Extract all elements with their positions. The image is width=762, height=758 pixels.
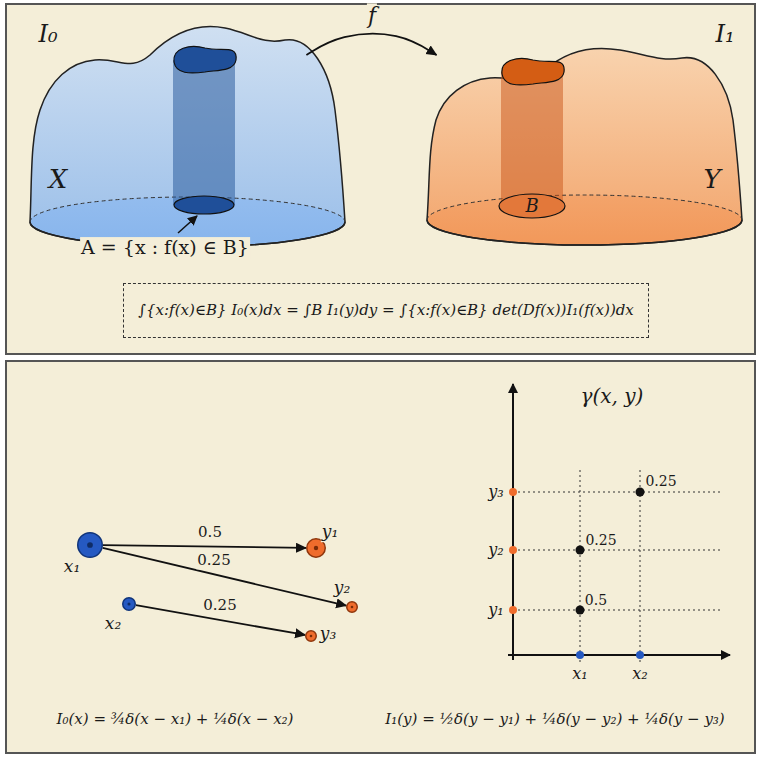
axis-dot bbox=[509, 546, 517, 554]
target-point: y₂ bbox=[346, 601, 358, 613]
axis-dot bbox=[509, 606, 517, 614]
map-label: f bbox=[367, 3, 377, 28]
grid-line bbox=[513, 610, 722, 611]
base-back-edge bbox=[30, 197, 345, 222]
transport-arrow bbox=[306, 34, 436, 55]
point-marker bbox=[122, 597, 136, 611]
equation-text: ∫{x:f(x)∈B} I₀(x)dx = ∫B I₁(y)dy = ∫{x:f… bbox=[138, 302, 634, 319]
source-point: x₁ bbox=[77, 532, 103, 558]
density-name: I₁ bbox=[715, 21, 734, 49]
point-circle bbox=[123, 598, 136, 611]
cylinder bbox=[173, 60, 235, 205]
point-marker bbox=[346, 601, 358, 613]
target-point: y₃ bbox=[305, 630, 317, 642]
density-surface bbox=[427, 48, 742, 245]
point-center bbox=[351, 606, 354, 609]
cylinder-top bbox=[502, 59, 564, 85]
x-axis bbox=[508, 654, 730, 656]
source-density bbox=[30, 27, 345, 247]
source-density: I₀X bbox=[28, 55, 348, 250]
equation-box: ∫{x:f(x)∈B} I₀(x)dx = ∫B I₁(y)dy = ∫{x:f… bbox=[123, 283, 649, 338]
axis-dot bbox=[636, 651, 644, 659]
mass-dot bbox=[576, 546, 585, 555]
axis-dot bbox=[576, 651, 584, 659]
point-label: y₃ bbox=[319, 624, 337, 644]
set-a bbox=[174, 196, 234, 214]
leader-line bbox=[178, 216, 197, 233]
density-surface bbox=[30, 27, 345, 247]
bottom-panel bbox=[6, 361, 755, 753]
distribution-formula: I₀(x) = ¾δ(x − x₁) + ¼δ(x − x₂) bbox=[56, 711, 295, 728]
point-circle bbox=[306, 631, 317, 642]
mass-value: 0.5 bbox=[584, 592, 608, 608]
point-center bbox=[310, 635, 313, 638]
grid-lines bbox=[513, 470, 722, 662]
point-center bbox=[87, 542, 93, 548]
transport-arrow bbox=[103, 545, 306, 548]
point-label: x₁ bbox=[63, 557, 81, 577]
point-label: y₂ bbox=[333, 578, 351, 598]
target-point: y₁ bbox=[306, 538, 326, 558]
mass-label: 0.25 bbox=[196, 552, 231, 569]
chart-title: γ(x, y) bbox=[580, 385, 645, 408]
set-label: A = {x : f(x) ∈ B} bbox=[80, 237, 250, 259]
axis-label: y₂ bbox=[487, 541, 504, 559]
mass-label: 0.5 bbox=[197, 524, 223, 541]
equation-area bbox=[37, 283, 735, 338]
density-name: I₀ bbox=[38, 21, 57, 49]
point-circle bbox=[78, 533, 103, 558]
source-point: x₂ bbox=[122, 597, 136, 611]
axis-label: y₃ bbox=[487, 483, 504, 501]
coupling-chart bbox=[508, 384, 730, 662]
grid-line bbox=[513, 550, 722, 551]
set-label: B bbox=[524, 196, 539, 217]
y-axis bbox=[512, 384, 514, 660]
axis-label: y₁ bbox=[487, 601, 504, 619]
cylinder-top bbox=[174, 47, 236, 73]
target-density bbox=[427, 48, 742, 245]
cylinder bbox=[501, 72, 563, 206]
set-b bbox=[499, 194, 565, 218]
target-density: I₁Y bbox=[420, 55, 750, 250]
point-marker bbox=[305, 630, 317, 642]
grid-line bbox=[640, 470, 641, 662]
top-panel bbox=[6, 4, 755, 354]
grid-line bbox=[513, 492, 722, 493]
point-label: x₂ bbox=[104, 614, 122, 634]
mass-label: 0.25 bbox=[202, 597, 237, 614]
mass-value: 0.25 bbox=[644, 473, 677, 489]
mass-dot bbox=[636, 488, 645, 497]
domain-name: X bbox=[49, 165, 68, 195]
point-label: y₁ bbox=[321, 522, 339, 542]
point-center bbox=[314, 546, 318, 550]
base-front-edge bbox=[427, 220, 742, 245]
grid-line bbox=[580, 470, 581, 662]
mass-value: 0.25 bbox=[584, 532, 617, 548]
axis-label: x₂ bbox=[631, 665, 648, 683]
axis-label: x₁ bbox=[571, 665, 588, 683]
domain-name: Y bbox=[703, 165, 720, 195]
point-center bbox=[127, 602, 130, 605]
axis-dot bbox=[509, 488, 517, 496]
point-marker bbox=[77, 532, 103, 558]
point-circle bbox=[347, 602, 358, 613]
distribution-formula: I₁(y) = ½δ(y − y₁) + ¼δ(y − y₂) + ¼δ(y −… bbox=[384, 711, 725, 728]
base-back-edge bbox=[427, 195, 742, 220]
